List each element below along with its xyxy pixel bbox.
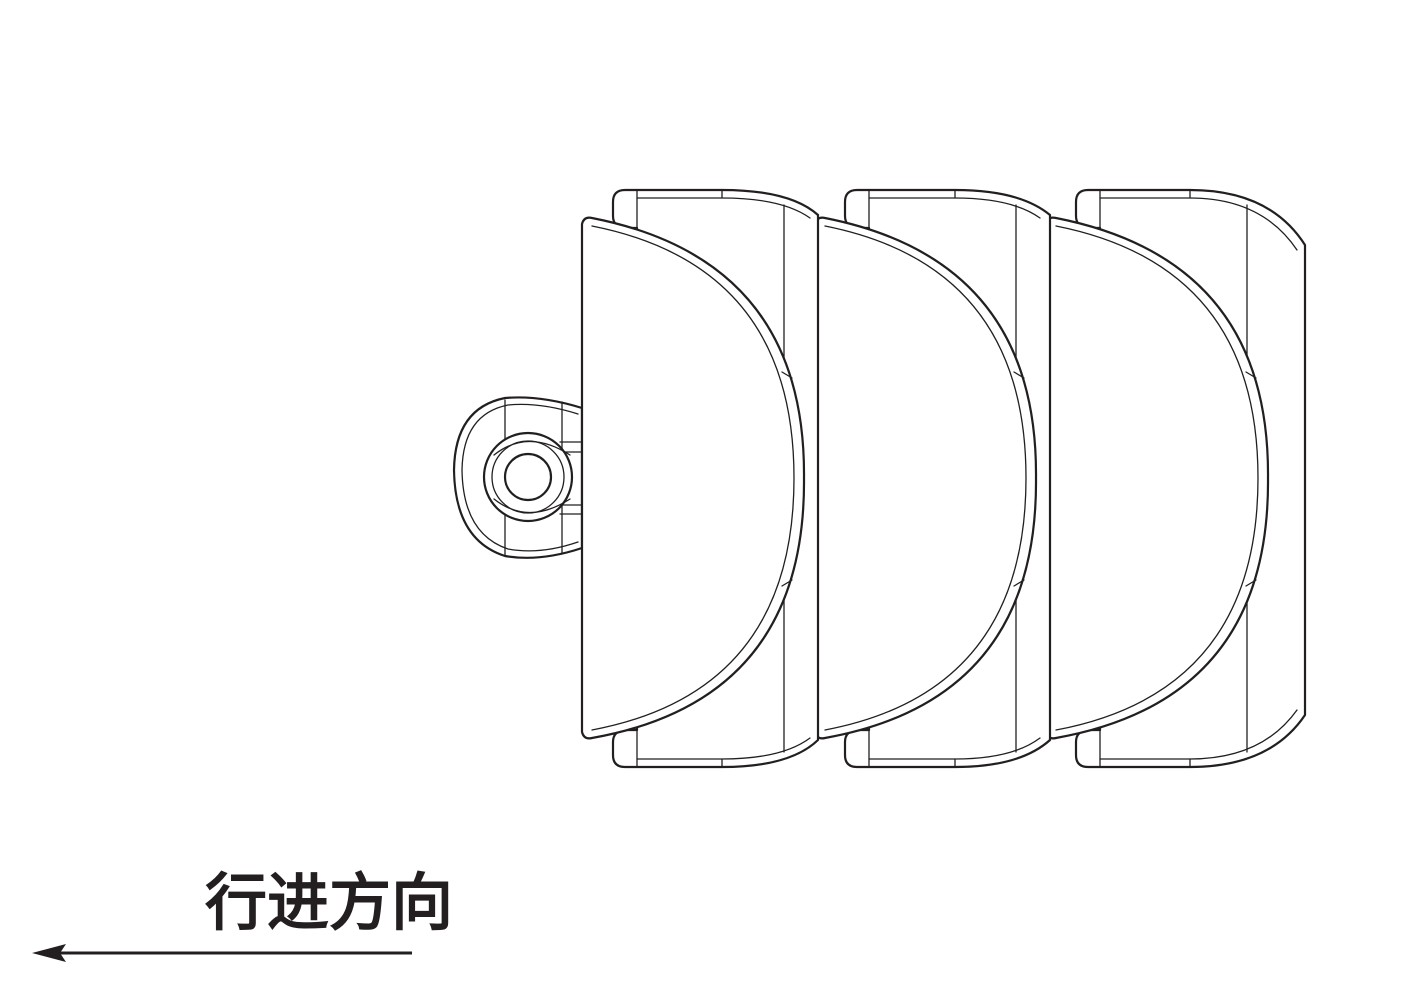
chain-link-3 [1044,188,1307,769]
link-2-front-plate [813,216,1038,740]
direction-label: 行进方向 [205,866,454,939]
link-3-front-plate [1044,216,1270,740]
pin-boss [452,396,584,559]
chain-link-2 [813,188,1052,769]
link-1-front-plate [580,216,806,740]
direction-arrow [32,944,412,962]
arrow-head-icon [32,944,66,962]
chain-link-1 [452,188,820,769]
pin-hole [503,452,553,502]
